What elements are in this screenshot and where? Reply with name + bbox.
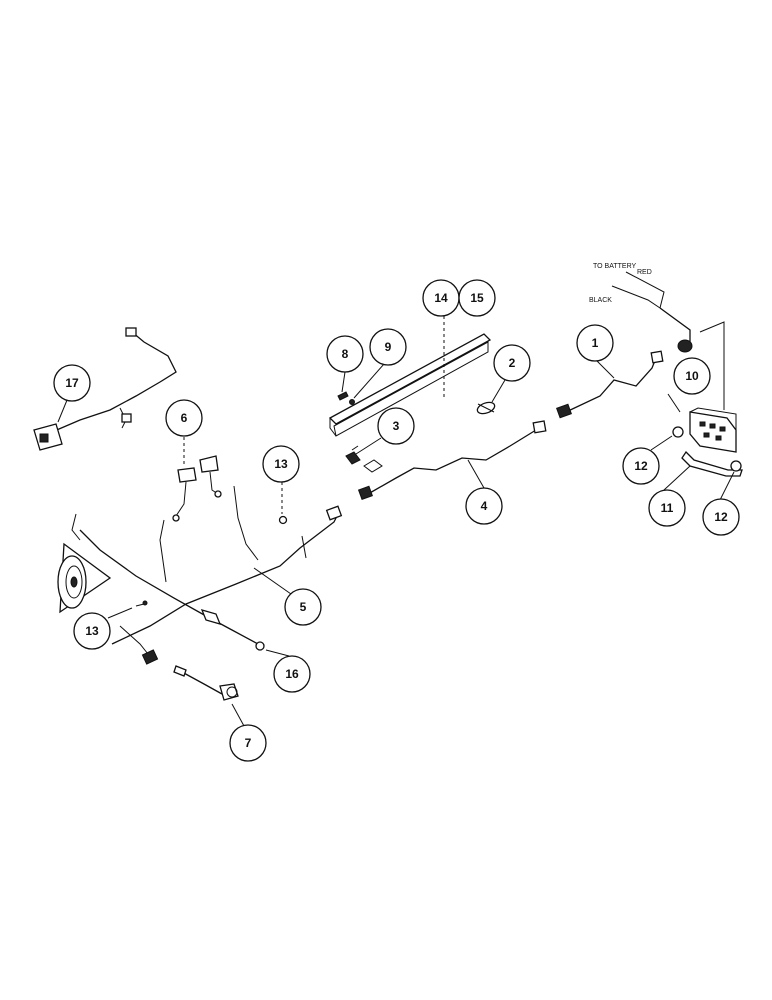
screw-8: [337, 391, 349, 401]
svg-text:13: 13: [274, 457, 288, 471]
svg-text:7: 7: [245, 736, 252, 750]
harness-1: [556, 350, 664, 419]
cable-channel: [328, 333, 492, 437]
svg-text:6: 6: [181, 411, 188, 425]
callout-17: 17: [53, 364, 91, 402]
svg-text:12: 12: [714, 510, 728, 524]
callout-8: 8: [326, 335, 364, 373]
callout-13-upper: 13: [262, 445, 300, 483]
pulley-motor: [57, 513, 112, 614]
battery-connector: [677, 339, 693, 353]
svg-text:2: 2: [509, 356, 516, 370]
part-2-clip: [476, 401, 496, 415]
washer-13-upper: [278, 515, 288, 525]
part-3-connector: [345, 445, 361, 465]
harness-5: [79, 485, 343, 665]
svg-text:11: 11: [661, 501, 674, 515]
part-6-switches: [172, 455, 222, 522]
washer-9: [349, 399, 355, 405]
callout-11: 11: [648, 489, 686, 527]
black-wire-note: BLACK: [589, 297, 612, 304]
svg-text:10: 10: [685, 369, 699, 383]
svg-text:13: 13: [85, 624, 99, 638]
callout-2: 2: [493, 344, 531, 382]
callout-12-right: 12: [702, 498, 740, 536]
callout-13-lower: 13: [73, 612, 111, 650]
svg-text:3: 3: [393, 419, 400, 433]
part-7-sensor: [173, 665, 239, 701]
svg-text:17: 17: [65, 376, 79, 390]
callout-7: 7: [229, 724, 267, 762]
svg-text:15: 15: [470, 291, 484, 305]
svg-text:4: 4: [481, 499, 488, 513]
callout-1: 1: [576, 324, 614, 362]
callout-6: 6: [165, 399, 203, 437]
svg-text:5: 5: [300, 600, 307, 614]
svg-text:8: 8: [342, 347, 349, 361]
screw-13-lower: [135, 600, 148, 607]
callout-4: 4: [465, 487, 503, 525]
callout-14: 14: [422, 279, 460, 317]
svg-text:14: 14: [434, 291, 448, 305]
battery-leads: [611, 271, 725, 410]
to-battery-note: TO BATTERY: [593, 263, 637, 270]
callout-16: 16: [273, 655, 311, 693]
callout-15: 15: [458, 279, 496, 317]
harness-4: [357, 420, 547, 501]
control-box: [689, 407, 737, 453]
svg-text:1: 1: [592, 336, 599, 350]
hardware: [672, 426, 742, 472]
callout-10: 10: [673, 357, 711, 395]
callout-9: 9: [369, 328, 407, 366]
svg-text:12: 12: [634, 459, 648, 473]
mounting-bracket: [681, 450, 743, 477]
svg-text:16: 16: [285, 667, 299, 681]
part-17-assembly: [33, 327, 177, 451]
callout-12-left: 12: [622, 447, 660, 485]
svg-text:9: 9: [385, 340, 392, 354]
leader-lines: [57, 316, 735, 727]
callout-5: 5: [284, 588, 322, 626]
red-wire-note: RED: [637, 269, 652, 276]
callout-3: 3: [377, 407, 415, 445]
